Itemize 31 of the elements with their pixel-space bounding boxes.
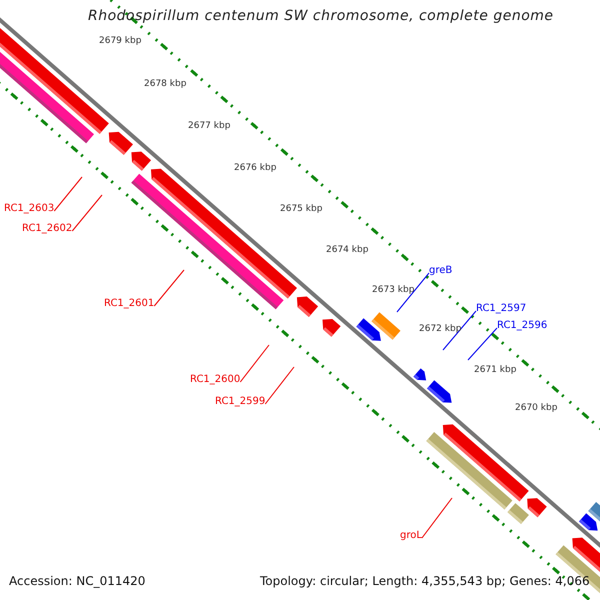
leader-line <box>468 328 498 360</box>
gene-label: RC1_2599 <box>215 396 266 407</box>
leader-line <box>421 498 452 538</box>
leader-line <box>396 272 430 312</box>
leader-line <box>54 176 82 212</box>
footer-text: Accession: NC_011420 <box>9 575 146 588</box>
scale-label: 2676 kbp <box>234 164 276 174</box>
leader-line <box>240 344 270 382</box>
scale-label: 2673 kbp <box>372 286 414 296</box>
gene-label: RC1_2597 <box>476 303 526 314</box>
leader-line <box>154 270 184 306</box>
scale-label: 2670 kbp <box>515 404 558 414</box>
scale-label: 2675 kbp <box>280 205 322 215</box>
scale-label: 2672 kbp <box>419 325 462 335</box>
scale-label: 2679 kbp <box>99 37 142 47</box>
leader-line <box>442 310 476 350</box>
scale-label: 2677 kbp <box>188 122 230 132</box>
map-title: Rhodospirillum centenum SW chromosome, complete genome <box>88 9 554 24</box>
leader-line <box>264 366 294 404</box>
scale-label: 2671 kbp <box>474 366 516 376</box>
gene-label: RC1_2603 <box>4 203 54 214</box>
leader-line <box>72 194 102 232</box>
gene-label: RC1_2600 <box>190 374 240 385</box>
gene-label: RC1_2596 <box>497 320 548 331</box>
scale-label: 2674 kbp <box>326 246 368 256</box>
gene-label: groL <box>400 530 422 541</box>
scale-label: 2678 kbp <box>144 80 186 90</box>
gene-label: RC1_2601 <box>104 298 154 309</box>
footer-text: Topology: circular; Length: 4,355,543 bp; Genes: 4,066 <box>260 575 590 588</box>
gene-label: RC1_2602 <box>22 223 72 234</box>
gene-label: greB <box>429 265 452 276</box>
